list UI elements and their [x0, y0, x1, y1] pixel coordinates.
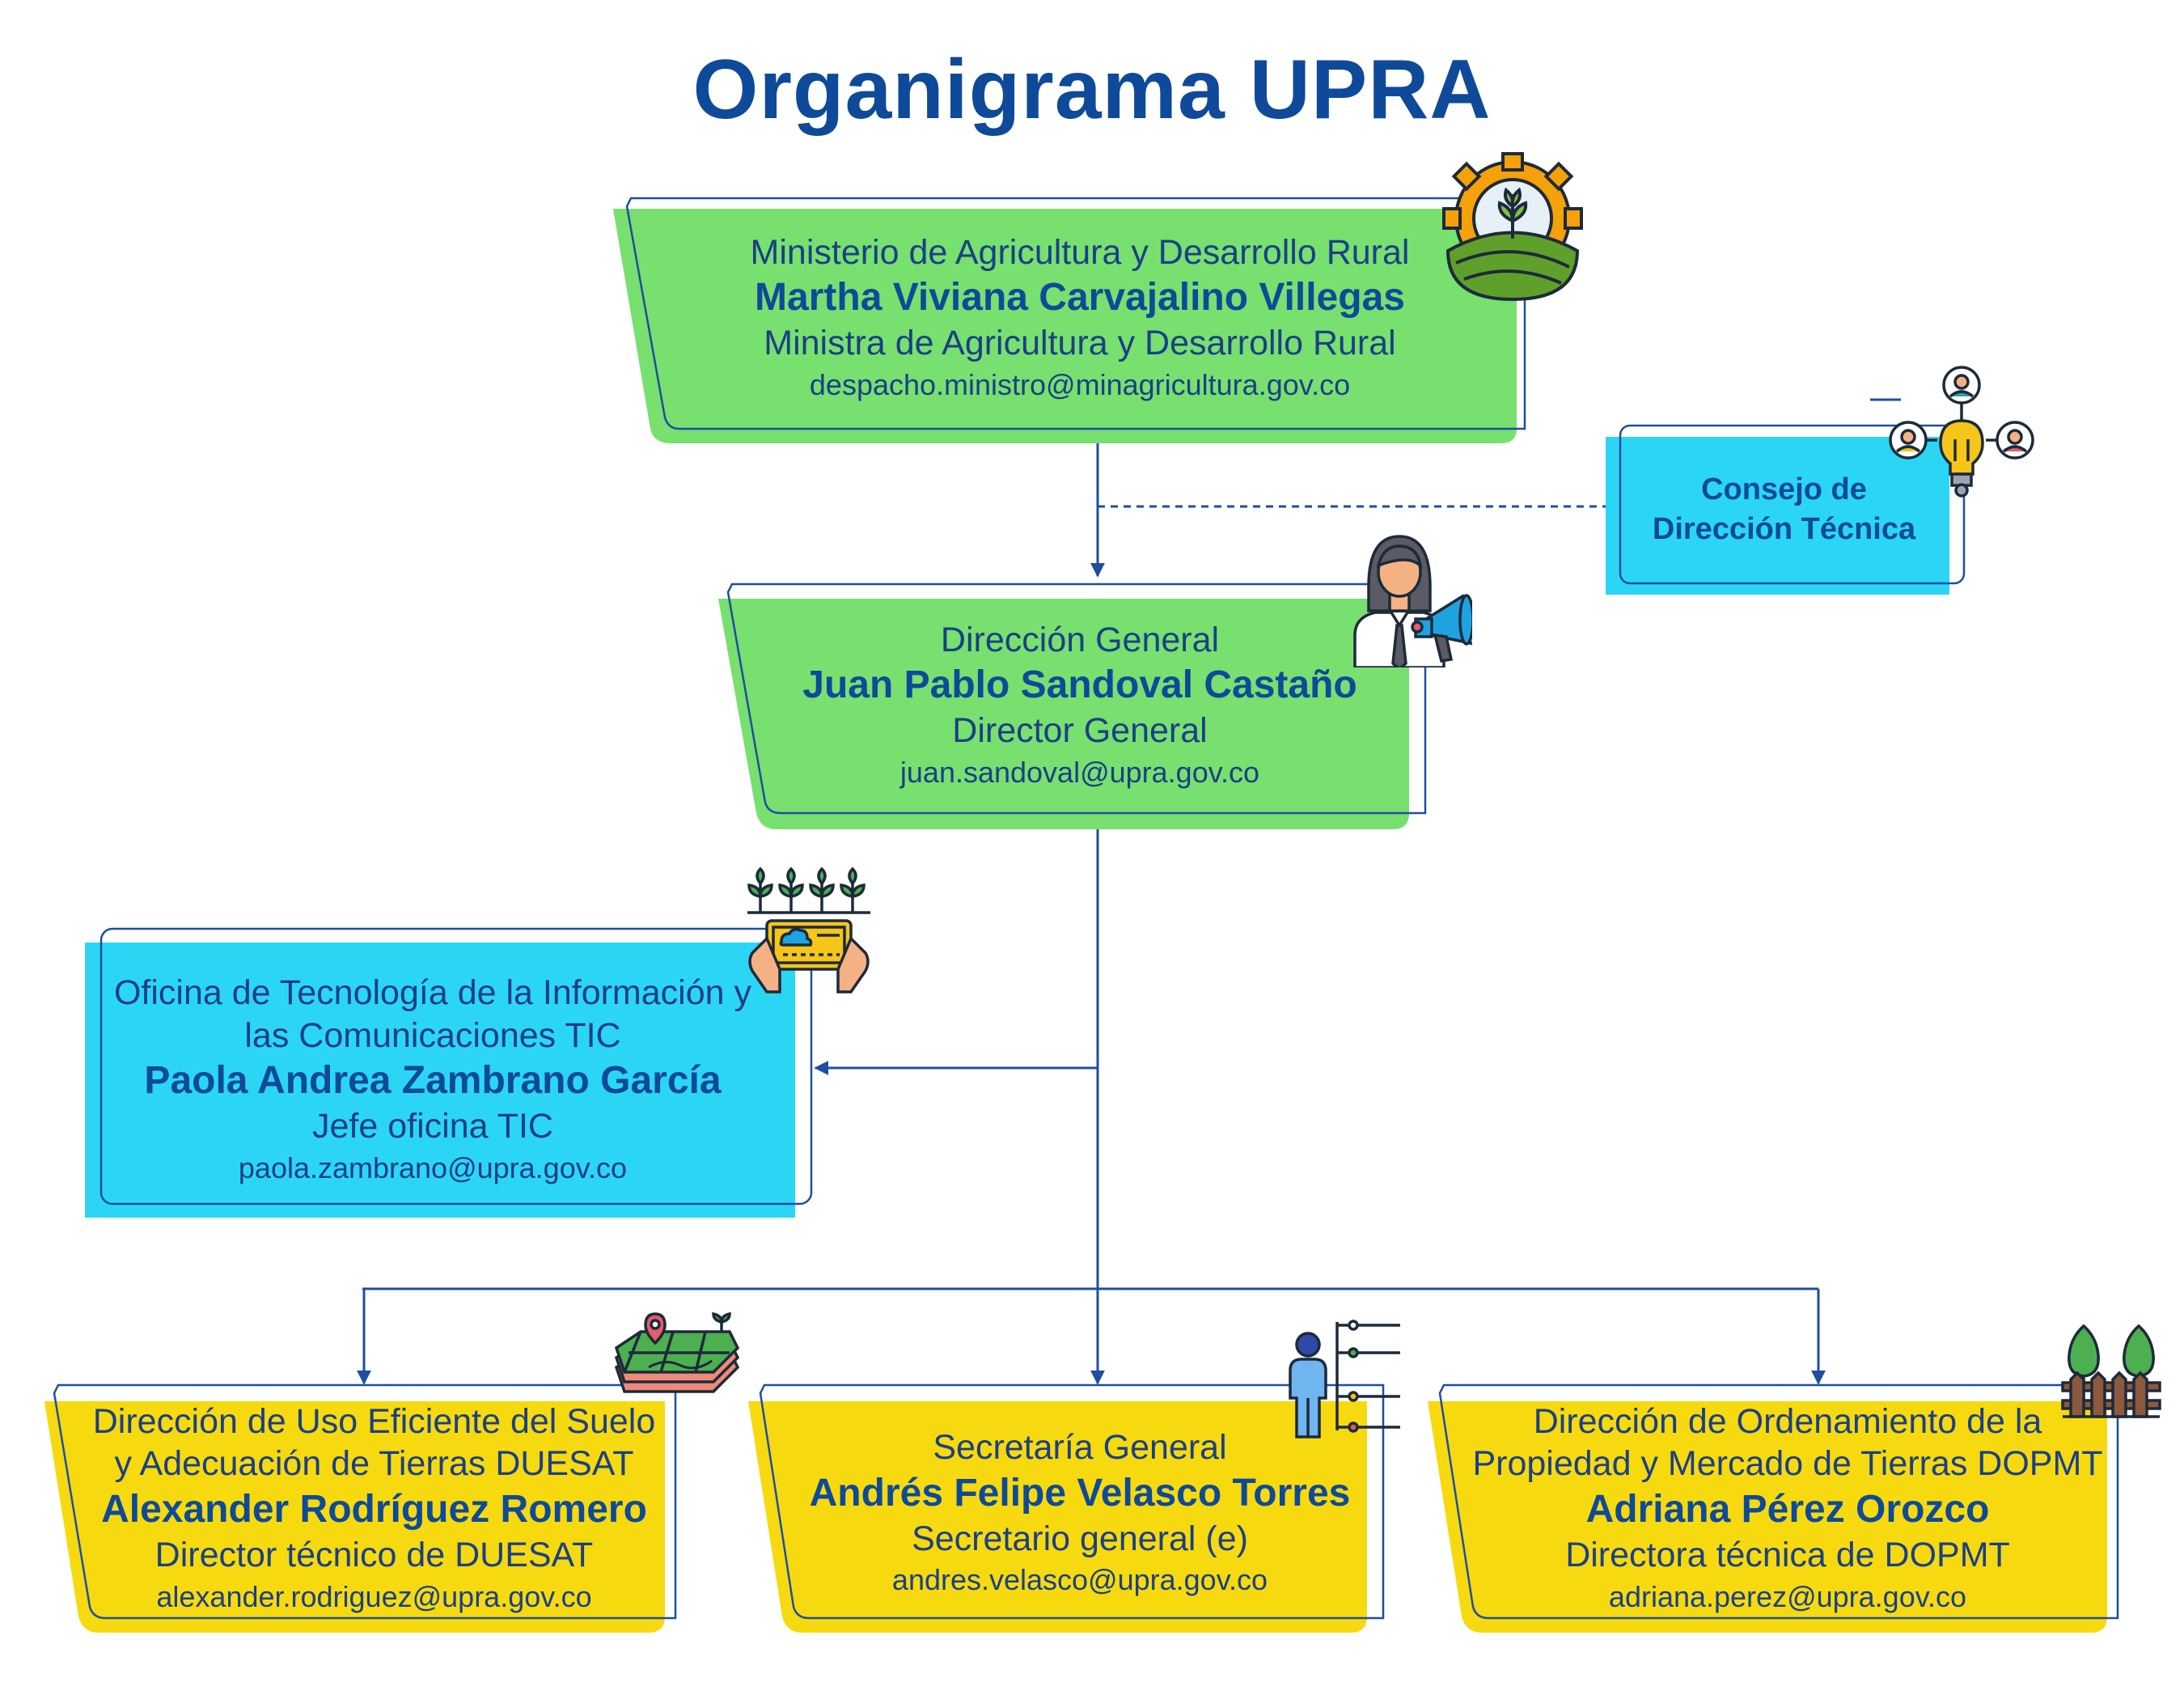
secretary-box-shape [748, 1383, 1385, 1633]
dopmt-name: Adriana Pérez Orozco [1585, 1487, 1990, 1531]
tic-email: paola.zambrano@upra.gov.co [238, 1151, 628, 1185]
dopmt-node: Dirección de Ordenamiento de la Propieda… [1468, 1401, 2107, 1616]
gear-plant-field-icon [1442, 152, 1583, 302]
council-box-shape [1606, 398, 1966, 595]
director-role: Director General [952, 711, 1208, 751]
woman-megaphone-icon [1353, 535, 1472, 667]
tic-name: Paola Andrea Zambrano García [144, 1059, 722, 1103]
secretary-node: Secretaría General Andrés Felipe Velasco… [789, 1414, 1371, 1612]
tic-node: Oficina de Tecnología de la Información … [105, 963, 760, 1197]
tic-role: Jefe oficina TIC [312, 1107, 553, 1146]
council-name: Consejo de Dirección Técnica [1652, 472, 1916, 546]
duesat-box-shape [44, 1383, 677, 1633]
duesat-node: Dirección de Uso Eficiente del Suelo y A… [81, 1401, 667, 1616]
duesat-entity: Dirección de Uso Eficiente del Suelo y A… [92, 1401, 656, 1484]
team-lightbulb-icon [1889, 366, 2034, 498]
dopmt-box-shape [1428, 1383, 2119, 1633]
council-node: Consejo de Dirección Técnica [1620, 437, 1948, 583]
duesat-email: alexander.rodriguez@upra.gov.co [156, 1579, 592, 1613]
tic-entity: Oficina de Tecnología de la Información … [113, 973, 751, 1055]
duesat-name: Alexander Rodríguez Romero [101, 1487, 647, 1531]
duesat-role: Director técnico de DUESAT [154, 1535, 594, 1574]
director-node: Dirección General Juan Pablo Sandoval Ca… [756, 608, 1403, 803]
director-email: juan.sandoval@upra.gov.co [899, 755, 1260, 789]
connectors [357, 443, 1826, 1385]
ministry-role: Ministra de Agricultura y Desarrollo Rur… [764, 324, 1396, 363]
dopmt-email: adriana.perez@upra.gov.co [1608, 1579, 1967, 1613]
director-box-shape [718, 583, 1427, 829]
director-entity: Dirección General [940, 620, 1220, 659]
dopmt-entity: Dirección de Ordenamiento de la Propieda… [1472, 1401, 2103, 1484]
person-hierarchy-icon [1289, 1320, 1400, 1438]
secretary-name: Andrés Felipe Velasco Torres [809, 1471, 1351, 1515]
secretary-entity: Secretaría General [933, 1428, 1227, 1468]
tic-box-shape [85, 927, 813, 1218]
ministry-entity: Ministerio de Agricultura y Desarrollo R… [750, 232, 1410, 272]
secretary-email: andres.velasco@upra.gov.co [891, 1563, 1268, 1597]
tablet-crops-icon [747, 866, 870, 994]
ministry-node: Ministerio de Agricultura y Desarrollo R… [647, 217, 1513, 419]
land-map-icon [614, 1311, 740, 1393]
director-name: Juan Pablo Sandoval Castaño [802, 663, 1357, 707]
page-title: Organigrama UPRA [692, 43, 1492, 137]
dopmt-role: Directora técnica de DOPMT [1565, 1535, 2010, 1574]
fence-trees-icon [2061, 1324, 2161, 1418]
ministry-box-shape [613, 197, 1526, 443]
ministry-email: despacho.ministro@minagricultura.gov.co [809, 367, 1351, 401]
ministry-name: Martha Viviana Carvajalino Villegas [755, 276, 1405, 320]
secretary-role: Secretario general (e) [912, 1519, 1248, 1558]
